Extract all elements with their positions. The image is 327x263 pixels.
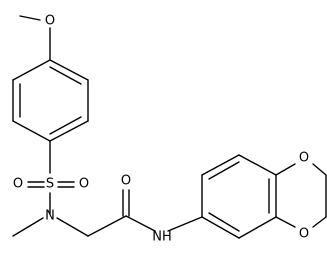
bond-ch2-c	[87, 215, 127, 237]
bond-dioxane-b	[275, 216, 296, 228]
bond-ring1-f	[12, 59, 51, 81]
atom-s-sulfonyl: S	[46, 177, 54, 192]
bond-ring2-inner-1	[208, 161, 240, 180]
bond-layer	[12, 15, 327, 239]
atom-o-dioxane-bottom: O	[299, 227, 309, 242]
bond-ring1-inner-2	[49, 116, 82, 135]
bond-c-nh	[125, 215, 156, 232]
bond-ring1-a	[49, 59, 89, 81]
bond-ring2-c	[238, 154, 277, 176]
bond-ring2-b	[201, 154, 240, 176]
atom-o-carbonyl: O	[121, 174, 131, 189]
bond-dioxane-e	[312, 216, 327, 228]
atom-o-dioxane-top: O	[299, 151, 309, 166]
bond-ring1-d	[12, 120, 51, 142]
bond-ring2-f	[201, 216, 240, 239]
atom-o-sulfonyl-left: O	[13, 177, 23, 192]
atom-n-sulfonamide: N	[45, 209, 55, 224]
atom-o-sulfonyl-right: O	[79, 177, 89, 192]
atom-label-layer: O S O O N O NH O O	[13, 14, 309, 245]
bond-methyl-o	[19, 15, 41, 21]
atom-nh-amide: NH	[152, 230, 172, 245]
bond-dioxane-c	[312, 163, 327, 176]
bond-ring1-c	[49, 120, 89, 142]
bond-dioxane-a	[275, 163, 296, 176]
bond-n-methyl	[12, 217, 44, 237]
bond-ring1-inner-1	[49, 66, 82, 85]
atom-o-methoxy: O	[45, 14, 55, 29]
bond-nh-ring	[167, 216, 203, 232]
bond-ring2-e	[238, 216, 277, 239]
bond-n-ch2	[56, 217, 89, 237]
bond-ring2-inner-3	[208, 212, 240, 232]
